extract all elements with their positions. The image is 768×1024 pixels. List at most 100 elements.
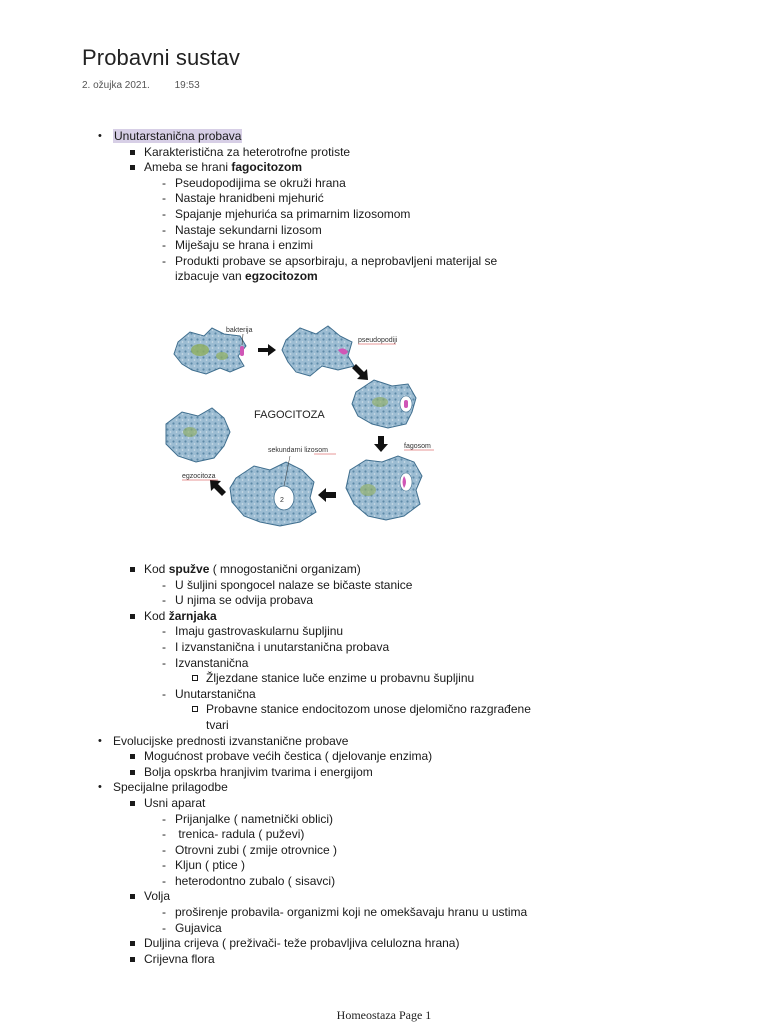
bacteria-icon — [240, 346, 244, 356]
list-item-continuation: tvari — [206, 717, 229, 732]
bullet-dash: - — [162, 191, 166, 206]
bullet-dash: - — [162, 238, 166, 253]
note-body: • Unutarstanična probava Karakteristična… — [0, 129, 768, 285]
bullet-square — [130, 894, 135, 900]
list-item: - Spajanje mjehurića sa primarnim lizoso… — [162, 206, 411, 221]
cell-inclusion — [360, 484, 376, 496]
bullet-dash: - — [162, 206, 166, 221]
svg-text:2: 2 — [280, 497, 284, 504]
highlighted-heading: Unutarstanična probava — [113, 129, 243, 143]
list-item: • Specijalne prilagodbe — [98, 780, 228, 795]
bullet-square — [130, 165, 135, 171]
list-item: - I izvanstanična i unutarstanična proba… — [162, 639, 390, 654]
diagram-title: FAGOCITOZA — [254, 409, 325, 421]
list-item: - proširenje probavila- organizmi koji n… — [162, 905, 528, 920]
list-item: - Imaju gastrovaskularnu šupljinu — [162, 624, 344, 639]
bullet-hollow-square — [192, 675, 198, 682]
list-item-continuation: izbacuje van egzocitozom — [175, 269, 318, 284]
page-title: Probavni sustav — [82, 45, 241, 70]
label-bakterija: bakterija — [226, 327, 253, 334]
label-sekundarni-lizosom: sekundarni lizosom — [268, 447, 328, 454]
list-item: Žljezdane stanice luče enzime u probavnu… — [0, 671, 768, 687]
list-item: - Otrovni zubi ( zmije otrovnice ) — [162, 842, 338, 857]
bullet-dash: - — [162, 827, 166, 842]
cell-inclusion — [216, 352, 228, 360]
cell-inclusion — [191, 344, 209, 356]
bullet-dash: - — [162, 175, 166, 190]
list-item: Volja — [0, 889, 768, 905]
ameba-cell — [165, 407, 231, 463]
bullet-dot: • — [98, 130, 102, 142]
bacteria-icon — [338, 348, 348, 355]
bullet-square — [130, 769, 135, 775]
bullet-dash: - — [162, 920, 166, 935]
bullet-square — [130, 956, 135, 962]
bullet-dash: - — [162, 655, 166, 670]
bullet-dash: - — [162, 639, 166, 654]
arrow-icon — [210, 480, 226, 496]
bullet-dash: - — [162, 222, 166, 237]
list-item: - Nastaje hranidbeni mjehurić — [162, 191, 324, 206]
label-pseudopodiji: pseudopodiji — [358, 337, 398, 344]
list-item: - Kljun ( ptice ) — [162, 858, 246, 873]
bullet-dash: - — [162, 253, 166, 268]
list-item: - Unutarstanična — [162, 686, 256, 701]
list-item: - trenica- radula ( puževi) — [162, 827, 305, 842]
list-item: - Produkti probave se apsorbiraju, a nep… — [162, 253, 498, 268]
list-item: Mogućnost probave većih čestica ( djelov… — [0, 749, 768, 765]
ameba-cell — [345, 455, 423, 521]
bullet-dash: - — [162, 686, 166, 701]
note-time: 19:53 — [174, 80, 200, 91]
list-item: - Prijanjalke ( nametnički oblici) — [162, 811, 334, 826]
list-item: - Izvanstanična — [162, 655, 249, 670]
arrow-icon — [258, 344, 276, 356]
list-item: - Nastaje sekundarni lizosom — [162, 222, 322, 237]
list-item: Kod žarnjaka — [0, 609, 768, 625]
bullet-dash: - — [162, 811, 166, 826]
bullet-square — [130, 567, 135, 572]
label-egzocitoza: egzocitoza — [182, 473, 216, 480]
bullet-dot: • — [98, 734, 102, 747]
list-item: - Pseudopodijima se okruži hrana — [162, 175, 346, 190]
list-item: • Evolucijske prednosti izvanstanične pr… — [98, 733, 349, 748]
note-date: 2. ožujka 2021. — [82, 80, 150, 91]
bullet-dash: - — [162, 624, 166, 639]
list-item: Kod spužve ( mnogostanični organizam) — [0, 562, 768, 578]
list-item: Bolja opskrba hranjivim tvarima i energi… — [0, 765, 768, 781]
list-item: - heterodontno zubalo ( sisavci) — [162, 873, 336, 888]
bullet-square — [130, 149, 135, 155]
cell-inclusion — [183, 427, 197, 437]
list-item: Ameba se hrani fagocitozom — [0, 160, 768, 176]
bullet-dash: - — [162, 842, 166, 857]
list-item: - U šuljini spongocel nalaze se bičaste … — [162, 577, 413, 592]
arrow-icon — [374, 436, 388, 452]
list-item: Probavne stanice endocitozom unose djelo… — [0, 702, 768, 718]
list-item: Duljina crijeva ( preživači- teže probav… — [0, 936, 768, 952]
bullet-dash: - — [162, 873, 166, 888]
bullet-square — [130, 941, 135, 947]
bacteria-icon — [404, 400, 408, 408]
bullet-dash: - — [162, 593, 166, 608]
list-item: - Gujavica — [162, 920, 222, 935]
bullet-dot: • — [98, 781, 102, 794]
bullet-square — [130, 754, 135, 760]
list-item: Crijevna flora — [0, 952, 768, 968]
list-item: - Miješaju se hrana i enzimi — [162, 238, 314, 253]
list-item: Karakteristična za heterotrofne protiste — [0, 145, 768, 161]
note-meta: 2. ožujka 2021. 19:53 — [82, 80, 200, 91]
secondary-lysosome-icon — [273, 485, 295, 511]
bullet-square — [130, 800, 135, 806]
cell-inclusion — [372, 397, 388, 407]
ameba-cell — [173, 327, 247, 375]
bacteria-icon — [402, 476, 406, 488]
ameba-cell — [229, 461, 317, 527]
bullet-hollow-square — [192, 706, 198, 713]
note-body-continued: Kod spužve ( mnogostanični organizam) - … — [0, 562, 768, 967]
bullet-dash: - — [162, 577, 166, 592]
arrow-icon — [318, 488, 336, 502]
bullet-dash: - — [162, 858, 166, 873]
page-footer: Homeostaza Page 1 — [336, 1008, 432, 1022]
bullet-square — [130, 613, 135, 619]
arrow-icon — [352, 364, 368, 380]
label-fagosom: fagosom — [404, 443, 431, 450]
